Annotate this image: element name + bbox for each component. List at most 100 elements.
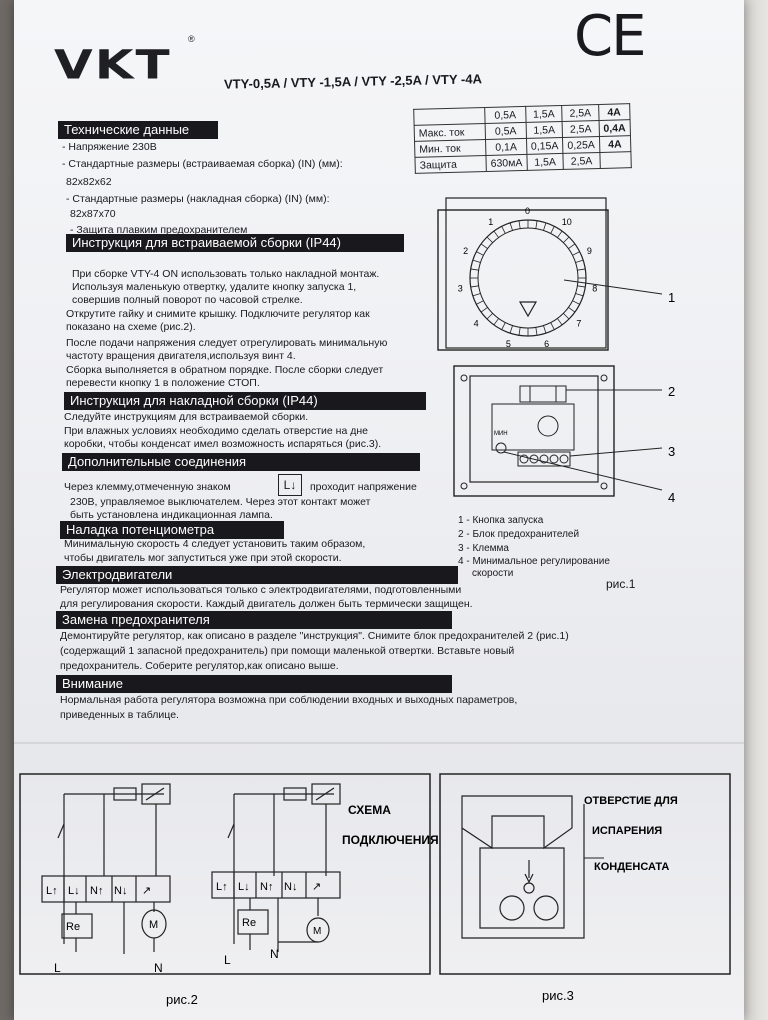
table-cell: 1,5A xyxy=(525,105,563,123)
screw-icon xyxy=(460,374,468,382)
dial-tick xyxy=(568,307,576,313)
line-label: L xyxy=(224,953,231,967)
terminal-label: N↓ xyxy=(114,885,127,897)
dial-tick xyxy=(472,293,481,297)
tech-surface-label: - Стандартные размеры (накладная сборка)… xyxy=(66,193,330,205)
dial-number: 5 xyxy=(506,339,511,349)
motors-line: Регулятор может использоваться только с … xyxy=(60,584,462,596)
table-cell: Защита xyxy=(414,155,487,174)
table-cell: 1,5A xyxy=(526,153,564,171)
relay-label: Re xyxy=(242,917,256,929)
dial-tick xyxy=(572,300,580,305)
table-cell: 0,5A xyxy=(484,106,526,124)
table-cell: 2,5A xyxy=(561,104,599,122)
dial-tick xyxy=(577,268,586,271)
surface-line: При влажных условиях необходимо сделать … xyxy=(64,425,368,437)
table-cell: Макс. ток xyxy=(414,123,486,142)
callout-line-4 xyxy=(503,451,663,491)
screw-icon xyxy=(460,482,468,490)
attention-line: Нормальная работа регулятора возможна пр… xyxy=(60,694,518,706)
terminal-label: N↑ xyxy=(90,885,103,897)
wiring-schematic-left xyxy=(41,783,171,954)
dial-tick xyxy=(501,226,506,234)
table-cell: 4A xyxy=(599,135,631,153)
tech-builtin-size: 82x82x62 xyxy=(66,176,112,188)
dial-tick xyxy=(577,285,586,288)
fuse-line: (содержащий 1 запасной предохранитель) п… xyxy=(60,645,515,657)
table-cell: 0,15A xyxy=(526,137,564,155)
neutral-label: N xyxy=(154,961,163,975)
dial-tick xyxy=(486,313,493,320)
dial-tick xyxy=(476,251,484,256)
builtin-line: перевести кнопку 1 в положение СТОП. xyxy=(66,377,260,389)
dial-tick xyxy=(480,307,488,313)
line-label: L xyxy=(54,961,61,975)
terminal-label: L↑ xyxy=(46,885,58,897)
section-fuse-title: Замена предохранителя xyxy=(56,611,452,629)
section-extra-title: Дополнительные соединения xyxy=(62,453,420,471)
neutral-label: N xyxy=(270,947,279,961)
builtin-line: показано на схеме (рис.2). xyxy=(66,321,196,333)
dial-number: 6 xyxy=(544,339,549,349)
dial-tick xyxy=(518,327,521,336)
section-tech-title: Технические данные xyxy=(58,121,218,139)
figure-2-caption: рис.2 xyxy=(166,992,198,1007)
terminal-label: L↑ xyxy=(216,881,228,893)
legend-extra: скорости xyxy=(472,568,514,579)
builtin-line: При сборке VTY-4 ON использовать только … xyxy=(72,268,380,280)
table-cell: 1,5A xyxy=(525,121,563,139)
table-cell xyxy=(599,151,632,169)
figure-3-frame xyxy=(439,773,731,975)
dial-tick xyxy=(470,268,479,271)
fuse-line: предохранитель. Соберите регулятор,как о… xyxy=(60,660,339,672)
board xyxy=(491,403,575,451)
builtin-line: Сборка выполняется в обратном порядке. П… xyxy=(66,364,384,376)
surface-line: коробки, чтобы конденсат имел возможност… xyxy=(64,438,382,450)
dial-tick xyxy=(535,327,538,336)
min-screw-icon xyxy=(495,442,507,454)
surface-line: Следуйте инструкциям для встраиваемой сб… xyxy=(64,411,309,423)
legend-item: 3 - Клемма xyxy=(458,542,509,555)
figure-3-caption: рис.3 xyxy=(542,988,574,1003)
dial-tick xyxy=(550,226,555,234)
dial-housing xyxy=(437,209,609,351)
legend-number: 2 xyxy=(458,529,464,540)
legend-number: 1 xyxy=(458,515,464,526)
dial-tick xyxy=(572,251,580,256)
terminal-label: L↓ xyxy=(68,885,80,897)
dial-tick xyxy=(557,230,563,238)
table-cell: 630мА xyxy=(485,154,528,172)
terminal-symbol: L↓ xyxy=(278,474,302,496)
dial-number: 0 xyxy=(525,206,530,216)
legend-text: - Блок предохранителей xyxy=(466,529,580,540)
dial-tick xyxy=(486,236,493,243)
table-cell: 2,5A xyxy=(562,120,600,138)
legend-item: 1 - Кнопка запуска xyxy=(458,514,543,527)
dial-tick xyxy=(493,318,499,326)
wiring-schematic-right xyxy=(211,783,341,952)
tech-builtin-label: - Стандартные размеры (встраиваемая сбор… xyxy=(62,158,343,170)
dial-tick xyxy=(568,243,576,249)
callout-1: 1 xyxy=(668,290,675,305)
dial-tick xyxy=(557,318,563,326)
dial-tick xyxy=(476,300,484,305)
relay-label: Re xyxy=(66,921,80,933)
fuse-block xyxy=(519,385,567,403)
callout-4: 4 xyxy=(668,490,675,505)
hole-label-3: КОНДЕНСАТА xyxy=(594,861,669,873)
builtin-line: Открутите гайку и снимите крышку. Подклю… xyxy=(66,308,370,320)
dial-number: 8 xyxy=(592,284,597,294)
tech-voltage: - Напряжение 230В xyxy=(62,141,157,153)
table-cell: 4A xyxy=(598,103,630,121)
dial-tick xyxy=(543,325,547,334)
spec-table: 0,5A 1,5A 2,5A 4A Макс. ток 0,5A 1,5A 2,… xyxy=(413,103,632,174)
dial-number: 7 xyxy=(576,319,581,329)
motor-label: M xyxy=(149,919,158,931)
legend-item: 2 - Блок предохранителей xyxy=(458,528,579,541)
min-label: МИН xyxy=(494,431,508,437)
figure-2-drawing: L↑ L↓ N↑ N↓ ↗ Re M L N xyxy=(19,773,439,1007)
fold-line xyxy=(14,742,744,744)
pot-line: чтобы двигатель мог запуститься уже при … xyxy=(64,552,342,564)
